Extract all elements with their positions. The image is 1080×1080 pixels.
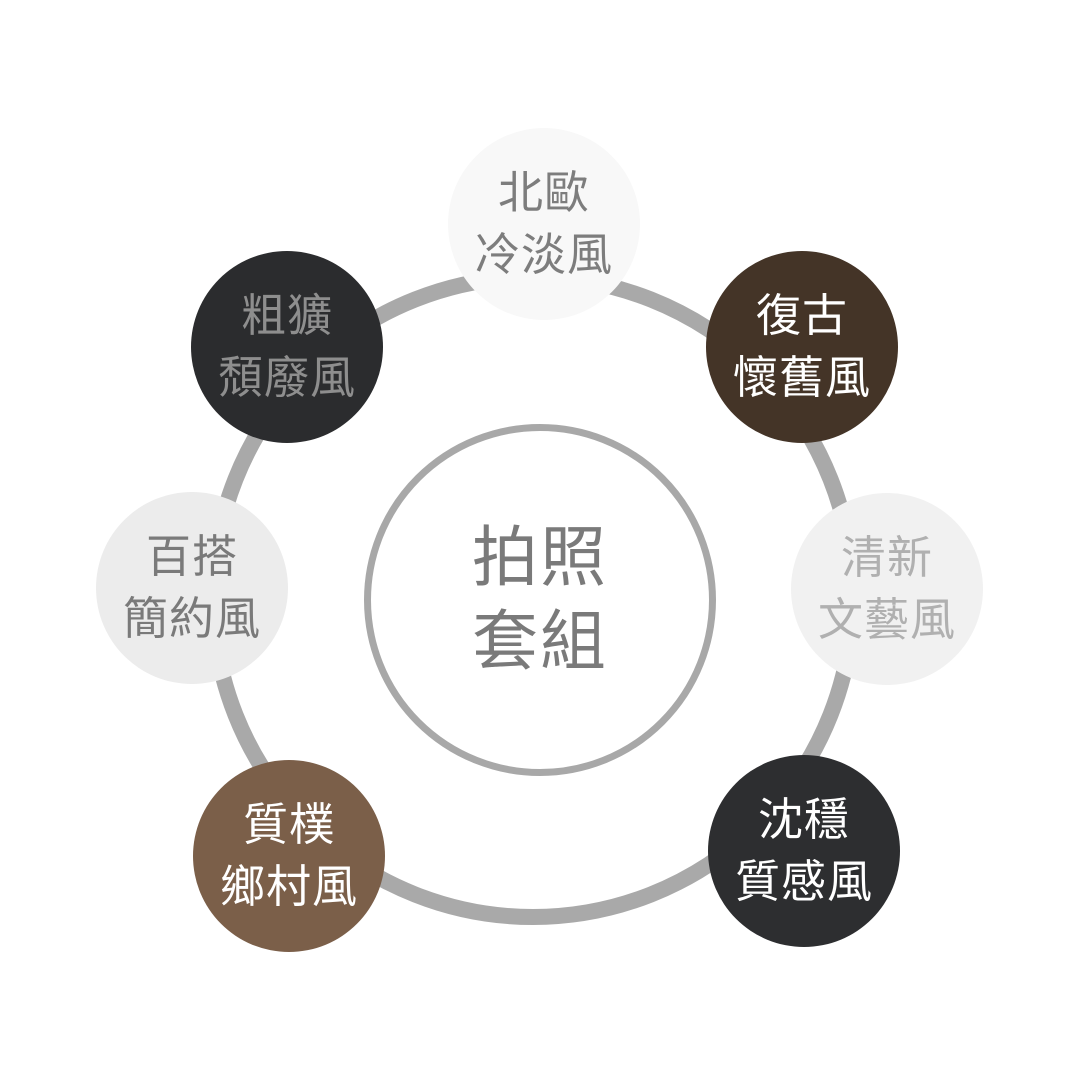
node-vintage-retro: 復古 懷舊風: [706, 251, 898, 443]
node-label-line1: 質樸: [242, 798, 335, 851]
node-label-line2: 鄉村風: [219, 860, 358, 913]
node-label-line1: 清新: [840, 531, 933, 584]
node-grunge-industrial: 粗獷 頹廢風: [191, 251, 383, 443]
node-label-line1: 粗獷: [240, 289, 333, 342]
node-label-line2: 簡約風: [122, 592, 261, 645]
node-basic-simple: 百搭 簡約風: [96, 492, 288, 684]
node-label-line1: 沈穩: [757, 793, 850, 846]
node-label-line1: 北歐: [497, 166, 590, 219]
node-nordic-minimal: 北歐 冷淡風: [448, 128, 640, 320]
node-rustic-country: 質樸 鄉村風: [193, 760, 385, 952]
center-label-line2: 套組: [472, 603, 608, 680]
node-calm-texture: 沈穩 質感風: [708, 755, 900, 947]
node-label-line1: 百搭: [145, 530, 238, 583]
node-fresh-artsy: 清新 文藝風: [791, 493, 983, 685]
center-circle: 拍照 套組: [364, 424, 716, 776]
node-label-line2: 頹廢風: [217, 351, 356, 404]
node-label-line1: 復古: [755, 289, 848, 342]
node-label-line2: 文藝風: [817, 593, 956, 646]
node-label-line2: 懷舊風: [732, 351, 871, 404]
node-label-line2: 質感風: [734, 855, 873, 908]
node-label-line2: 冷淡風: [474, 228, 613, 281]
center-label-line1: 拍照: [472, 519, 608, 596]
